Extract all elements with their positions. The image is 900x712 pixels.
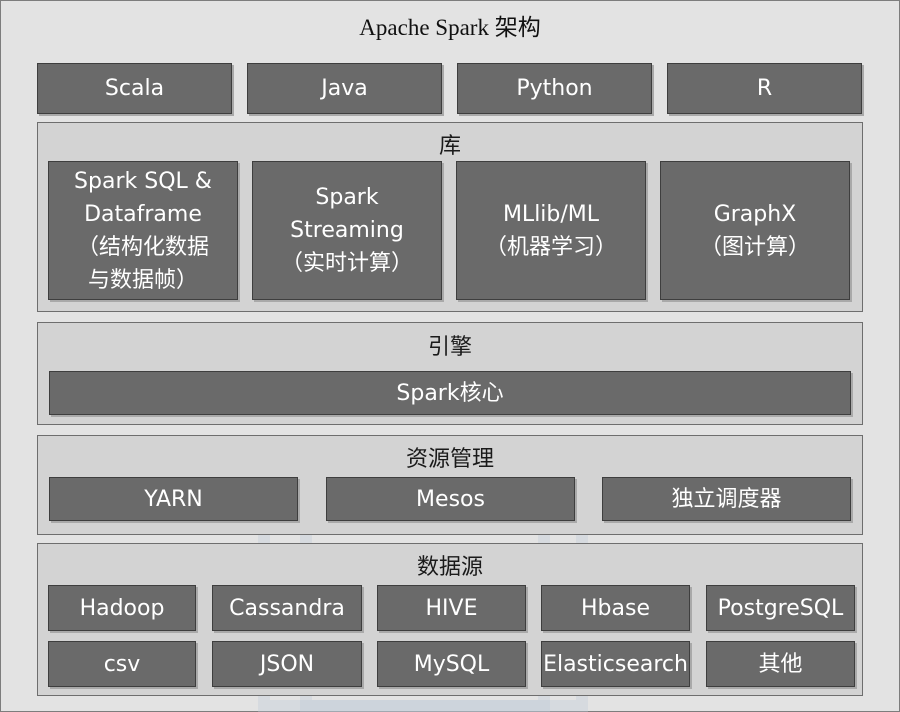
datasource-label: Hbase [581,595,650,621]
library-box-spark-streaming: Spark Streaming （实时计算） [252,161,442,300]
library-line: GraphX [713,201,797,227]
datasource-panel-label: 数据源 [416,555,483,580]
library-box-text: GraphX （图计算） [700,198,810,264]
resource-box-standalone: 独立调度器 [602,477,851,521]
resource-label: YARN [144,486,203,512]
datasource-box-other: 其他 [706,641,855,687]
language-label: Python [516,76,593,101]
library-box-mllib: MLlib/ML （机器学习） [456,161,646,300]
library-panel-label: 库 [438,134,461,159]
library-box-text: MLlib/ML （机器学习） [485,198,617,264]
datasource-label: MySQL [413,651,490,677]
datasource-box-elasticsearch: Elasticsearch [541,641,690,687]
engine-panel-label: 引擎 [427,335,472,360]
datasource-box-csv: csv [48,641,196,687]
spark-core-label: Spark核心 [396,380,504,406]
datasource-label: csv [103,651,141,677]
diagram-title: Apache Spark 架构 [359,15,541,40]
datasource-box-hive: HIVE [377,585,526,631]
language-box-java: Java [247,63,442,114]
resource-label: Mesos [416,486,485,512]
library-line: （实时计算） [280,251,413,276]
library-line: Streaming [290,218,404,243]
datasource-label: PostgreSQL [717,595,844,621]
library-box-spark-sql: Spark SQL & Dataframe （结构化数据 与数据帧） [48,161,238,300]
datasource-label: HIVE [425,595,478,621]
library-line: MLlib/ML [502,201,600,227]
datasource-box-json: JSON [212,641,362,687]
language-label: Scala [104,76,165,101]
datasource-label: Cassandra [229,595,345,621]
datasource-label: Elasticsearch [543,651,688,677]
library-line: （机器学习） [484,234,617,260]
datasource-box-cassandra: Cassandra [212,585,362,631]
datasource-label: 其他 [758,651,803,677]
library-line: Dataframe [84,201,202,227]
library-line: Spark [315,185,379,210]
resource-box-mesos: Mesos [326,477,575,521]
library-box-graphx: GraphX （图计算） [660,161,850,300]
library-box-text: Spark SQL & Dataframe （结构化数据 与数据帧） [74,165,212,297]
resource-panel-label: 资源管理 [405,447,494,472]
library-line: （结构化数据 [76,234,209,260]
library-line: （图计算） [699,234,810,260]
datasource-box-postgresql: PostgreSQL [706,585,855,631]
language-label: Java [321,76,368,101]
library-line: Spark SQL & [74,168,212,194]
language-box-python: Python [457,63,652,114]
library-box-text: Spark Streaming （实时计算） [281,181,413,280]
spark-core-box: Spark核心 [49,371,851,415]
language-box-r: R [667,63,862,114]
resource-box-yarn: YARN [49,477,298,521]
datasource-label: JSON [259,651,315,677]
language-label: R [756,76,773,101]
datasource-box-hadoop: Hadoop [48,585,196,631]
datasource-label: Hadoop [79,595,165,621]
resource-label: 独立调度器 [671,486,782,512]
library-line: 与数据帧） [87,267,198,293]
datasource-box-mysql: MySQL [377,641,526,687]
language-box-scala: Scala [37,63,232,114]
datasource-box-hbase: Hbase [541,585,690,631]
